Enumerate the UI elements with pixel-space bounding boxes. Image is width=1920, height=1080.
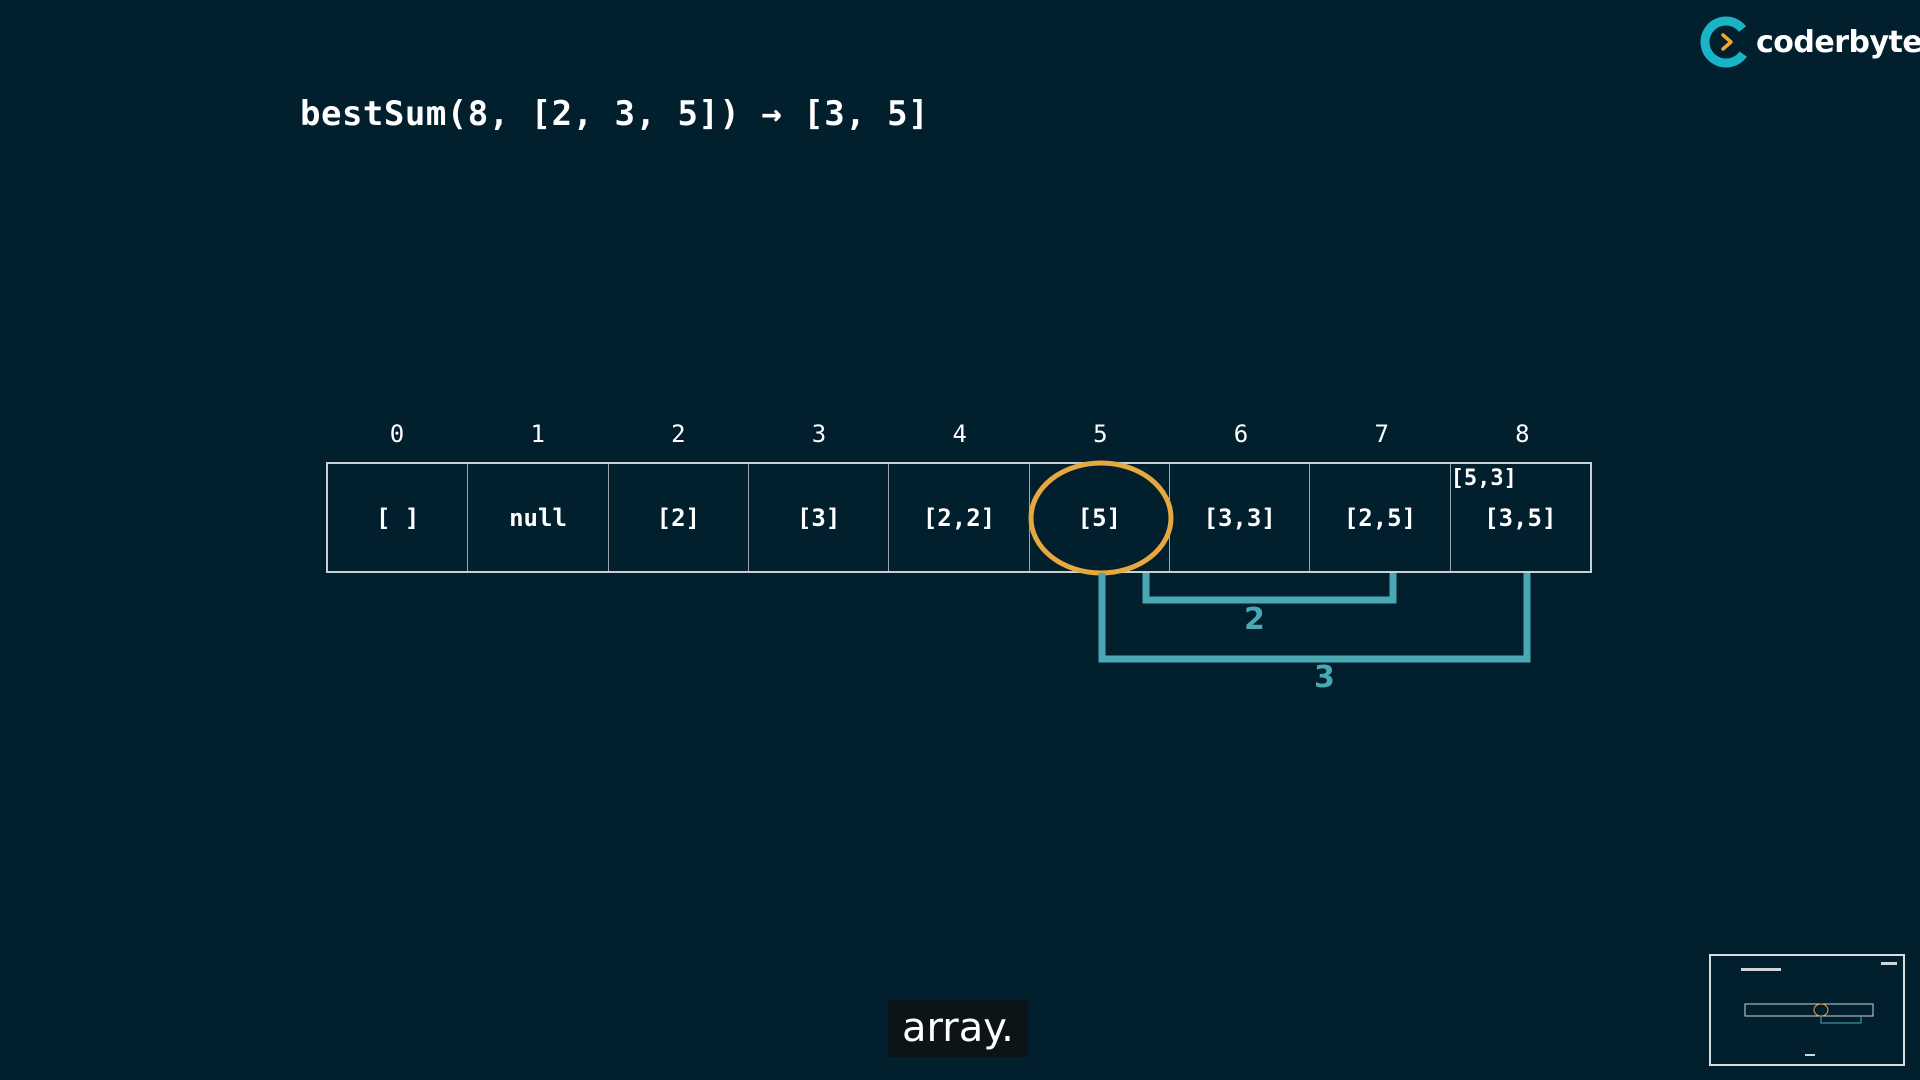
page-title: bestSum(8, [2, 3, 5]) → [3, 5] [300,94,930,134]
index-label: 7 [1374,420,1389,448]
index-label: 2 [671,420,686,448]
index-label: 5 [1093,420,1108,448]
bracket-outer [1098,573,1531,663]
bracket-inner-label: 2 [1244,602,1265,637]
coderbyte-logo-icon [1700,16,1752,68]
table-cell: [3] [749,464,890,571]
table-cell: [2,2] [889,464,1030,571]
index-label: 1 [530,420,545,448]
index-label: 8 [1515,420,1530,448]
brand-name: coderbyte [1756,24,1920,60]
bracket-outer-label: 3 [1314,660,1335,695]
table-cell-value: [3,5] [1484,503,1557,532]
dp-table: [ ] null [2] [3] [2,2] [5] [3,3] [2,5] [… [326,462,1592,573]
table-cell: [ ] [328,464,469,571]
table-cell-highlighted: [5] [1030,464,1170,571]
index-label: 6 [1233,420,1249,448]
index-label: 0 [389,420,405,448]
table-cell-last: [5,3] [3,5] [1451,464,1590,571]
coderbyte-logo: coderbyte [1700,14,1920,70]
index-label: 3 [811,420,827,448]
index-label: 4 [952,420,967,448]
table-cell: null [468,464,609,571]
table-cell: [3,3] [1170,464,1311,571]
table-cell: [2] [609,464,749,571]
cell-annotation: [5,3] [1450,466,1517,491]
video-thumbnail-preview[interactable] [1709,954,1905,1066]
thumbnail-graphic [1711,956,1903,1064]
subtitle-caption: array. [888,1000,1028,1057]
table-cell: [2,5] [1310,464,1451,571]
bracket-inner [1142,573,1397,604]
index-row: 0 1 2 3 4 5 6 7 8 [327,420,1593,460]
